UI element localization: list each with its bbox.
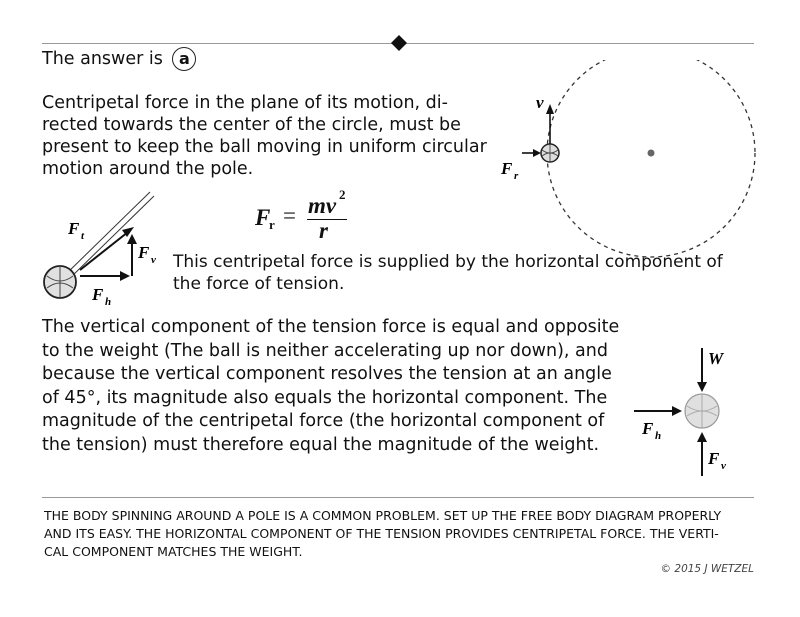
ft-label: F xyxy=(67,219,80,238)
weight-arrowhead xyxy=(697,382,707,392)
free-body-diagram: W F h F v xyxy=(634,348,726,476)
fh-sub-label: h xyxy=(655,430,661,442)
velocity-label: v xyxy=(536,93,544,112)
fh-label: F xyxy=(641,419,654,438)
velocity-arrowhead xyxy=(546,104,554,114)
horizontal-arrowhead xyxy=(672,406,682,416)
vertical-arrowhead xyxy=(127,234,137,244)
fv-label: F xyxy=(707,449,720,468)
ball-icon xyxy=(43,265,77,299)
paragraph-vertical-component: The vertical component of the tension fo… xyxy=(42,316,619,457)
caption-line: THE BODY SPINNING AROUND A POLE IS A COM… xyxy=(44,508,722,523)
fv-sub-label: v xyxy=(721,460,726,472)
force-label: F xyxy=(500,159,513,178)
pole-dot xyxy=(647,149,655,157)
tension-diagram: F t F v F h xyxy=(43,191,156,306)
vertical-arrowhead xyxy=(697,432,707,442)
text-line: the tension) must therefore equal the ma… xyxy=(42,434,600,455)
ball-icon xyxy=(540,143,560,163)
text-line: This centripetal force is supplied by th… xyxy=(173,252,723,272)
text-line: The vertical component of the tension fo… xyxy=(42,317,620,337)
text-line: because the vertical component resolves … xyxy=(42,364,612,384)
answer-prefix: The answer is xyxy=(42,49,163,69)
text-line: the force of tension. xyxy=(173,274,345,294)
diamond-icon xyxy=(391,35,407,51)
paragraph-centripetal: Centripetal force in the plane of its mo… xyxy=(42,92,487,180)
text-line: of 45°, its magnitude also equals the ho… xyxy=(42,387,608,408)
text-line: rected towards the center of the circle,… xyxy=(42,115,461,135)
ft-sub-label: t xyxy=(81,230,85,242)
fh-sub-label: h xyxy=(105,296,111,306)
force-sub-label: r xyxy=(514,170,519,182)
copyright: © 2015 J WETZEL xyxy=(660,563,754,575)
fraction-bar xyxy=(307,219,347,220)
text-line: magnitude of the centripetal force (the … xyxy=(42,411,605,431)
formula-equals: = xyxy=(283,203,296,228)
fv-sub-label: v xyxy=(151,254,156,266)
fh-label: F xyxy=(91,285,104,304)
answer-line: The answer is a xyxy=(42,47,197,71)
formula-numerator-sup: 2 xyxy=(339,187,346,202)
ball-icon xyxy=(684,393,720,429)
horizontal-arrowhead xyxy=(120,271,130,281)
fv-label: F xyxy=(137,243,150,262)
text-line: Centripetal force in the plane of its mo… xyxy=(42,93,448,113)
tension-arrowhead xyxy=(122,227,134,237)
bottom-rule xyxy=(42,497,754,498)
caption: THE BODY SPINNING AROUND A POLE IS A COM… xyxy=(44,507,721,561)
formula: F r = mv 2 r xyxy=(255,187,365,243)
caption-line: CAL COMPONENT MATCHES THE WEIGHT. xyxy=(44,544,303,559)
paragraph-tension-horizontal: This centripetal force is supplied by th… xyxy=(173,251,723,295)
answer-letter: a xyxy=(172,47,197,71)
weight-label: W xyxy=(708,349,725,368)
caption-line: AND ITS EASY. THE HORIZONTAL COMPONENT O… xyxy=(44,526,719,541)
formula-lhs-sub: r xyxy=(269,217,275,232)
force-arrowhead xyxy=(533,149,541,157)
text-line: present to keep the ball moving in unifo… xyxy=(42,137,487,157)
formula-lhs: F xyxy=(255,205,271,230)
text-line: motion around the pole. xyxy=(42,159,254,179)
circular-motion-diagram: v F r xyxy=(500,60,756,258)
formula-denominator: r xyxy=(319,218,328,243)
formula-numerator: mv xyxy=(308,193,337,218)
text-line: to the weight (The ball is neither accel… xyxy=(42,340,608,361)
